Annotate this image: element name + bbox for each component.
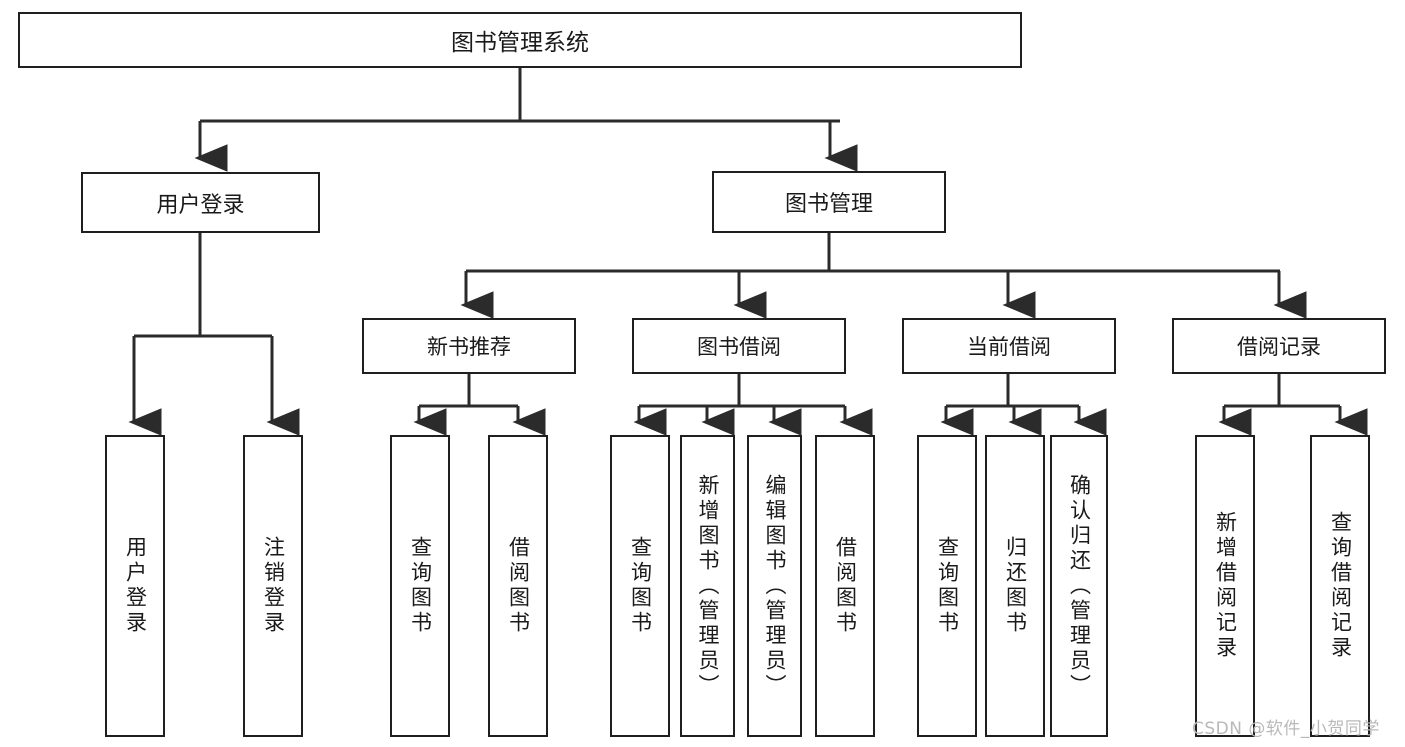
node-leaf-return-book-label: 归还图书 [1003,536,1028,636]
node-leaf-logout-label: 注销登录 [261,536,286,636]
node-user-login-label: 用户登录 [156,192,245,218]
node-root-label: 图书管理系统 [451,30,589,56]
node-new-book-recommend-label: 新书推荐 [427,335,511,359]
node-current-borrow[interactable]: 当前借阅 [902,318,1116,374]
node-leaf-add-book-label: 新增图书（管理员） [696,473,720,699]
node-leaf-query-book-2-label: 查询图书 [628,536,653,636]
node-leaf-borrow-book-1[interactable]: 借阅图书 [488,435,548,737]
node-leaf-borrow-book-2[interactable]: 借阅图书 [815,435,875,737]
node-leaf-logout[interactable]: 注销登录 [243,435,303,737]
node-book-borrow[interactable]: 图书借阅 [632,318,846,374]
node-leaf-confirm-return[interactable]: 确认归还（管理员） [1050,435,1108,737]
node-leaf-query-book-3[interactable]: 查询图书 [917,435,977,737]
node-leaf-edit-book[interactable]: 编辑图书（管理员） [747,435,802,737]
node-leaf-add-record-label: 新增借阅记录 [1213,511,1238,661]
node-leaf-borrow-book-1-label: 借阅图书 [506,536,531,636]
node-borrow-record[interactable]: 借阅记录 [1172,318,1386,374]
node-leaf-add-book[interactable]: 新增图书（管理员） [680,435,735,737]
node-current-borrow-label: 当前借阅 [967,335,1051,359]
node-new-book-recommend[interactable]: 新书推荐 [362,318,576,374]
node-leaf-query-book-1-label: 查询图书 [408,536,433,636]
node-leaf-query-book-3-label: 查询图书 [935,536,960,636]
node-borrow-record-label: 借阅记录 [1237,335,1321,359]
node-leaf-return-book[interactable]: 归还图书 [985,435,1045,737]
node-leaf-user-login[interactable]: 用户登录 [105,435,165,737]
node-book-borrow-label: 图书借阅 [697,335,781,359]
node-leaf-query-book-2[interactable]: 查询图书 [610,435,670,737]
node-book-manage[interactable]: 图书管理 [712,171,946,233]
node-leaf-query-book-1[interactable]: 查询图书 [390,435,450,737]
node-book-manage-label: 图书管理 [784,192,873,217]
node-leaf-query-record[interactable]: 查询借阅记录 [1310,435,1370,737]
node-leaf-add-record[interactable]: 新增借阅记录 [1195,435,1255,737]
csdn-watermark: CSDN @软件_小贺同学 [1192,719,1380,739]
node-leaf-borrow-book-2-label: 借阅图书 [833,536,858,636]
node-leaf-query-record-label: 查询借阅记录 [1328,511,1353,661]
node-root[interactable]: 图书管理系统 [18,12,1022,68]
node-leaf-user-login-label: 用户登录 [123,536,148,636]
node-leaf-edit-book-label: 编辑图书（管理员） [763,473,787,699]
node-user-login[interactable]: 用户登录 [81,172,320,233]
node-leaf-confirm-return-label: 确认归还（管理员） [1067,473,1092,699]
